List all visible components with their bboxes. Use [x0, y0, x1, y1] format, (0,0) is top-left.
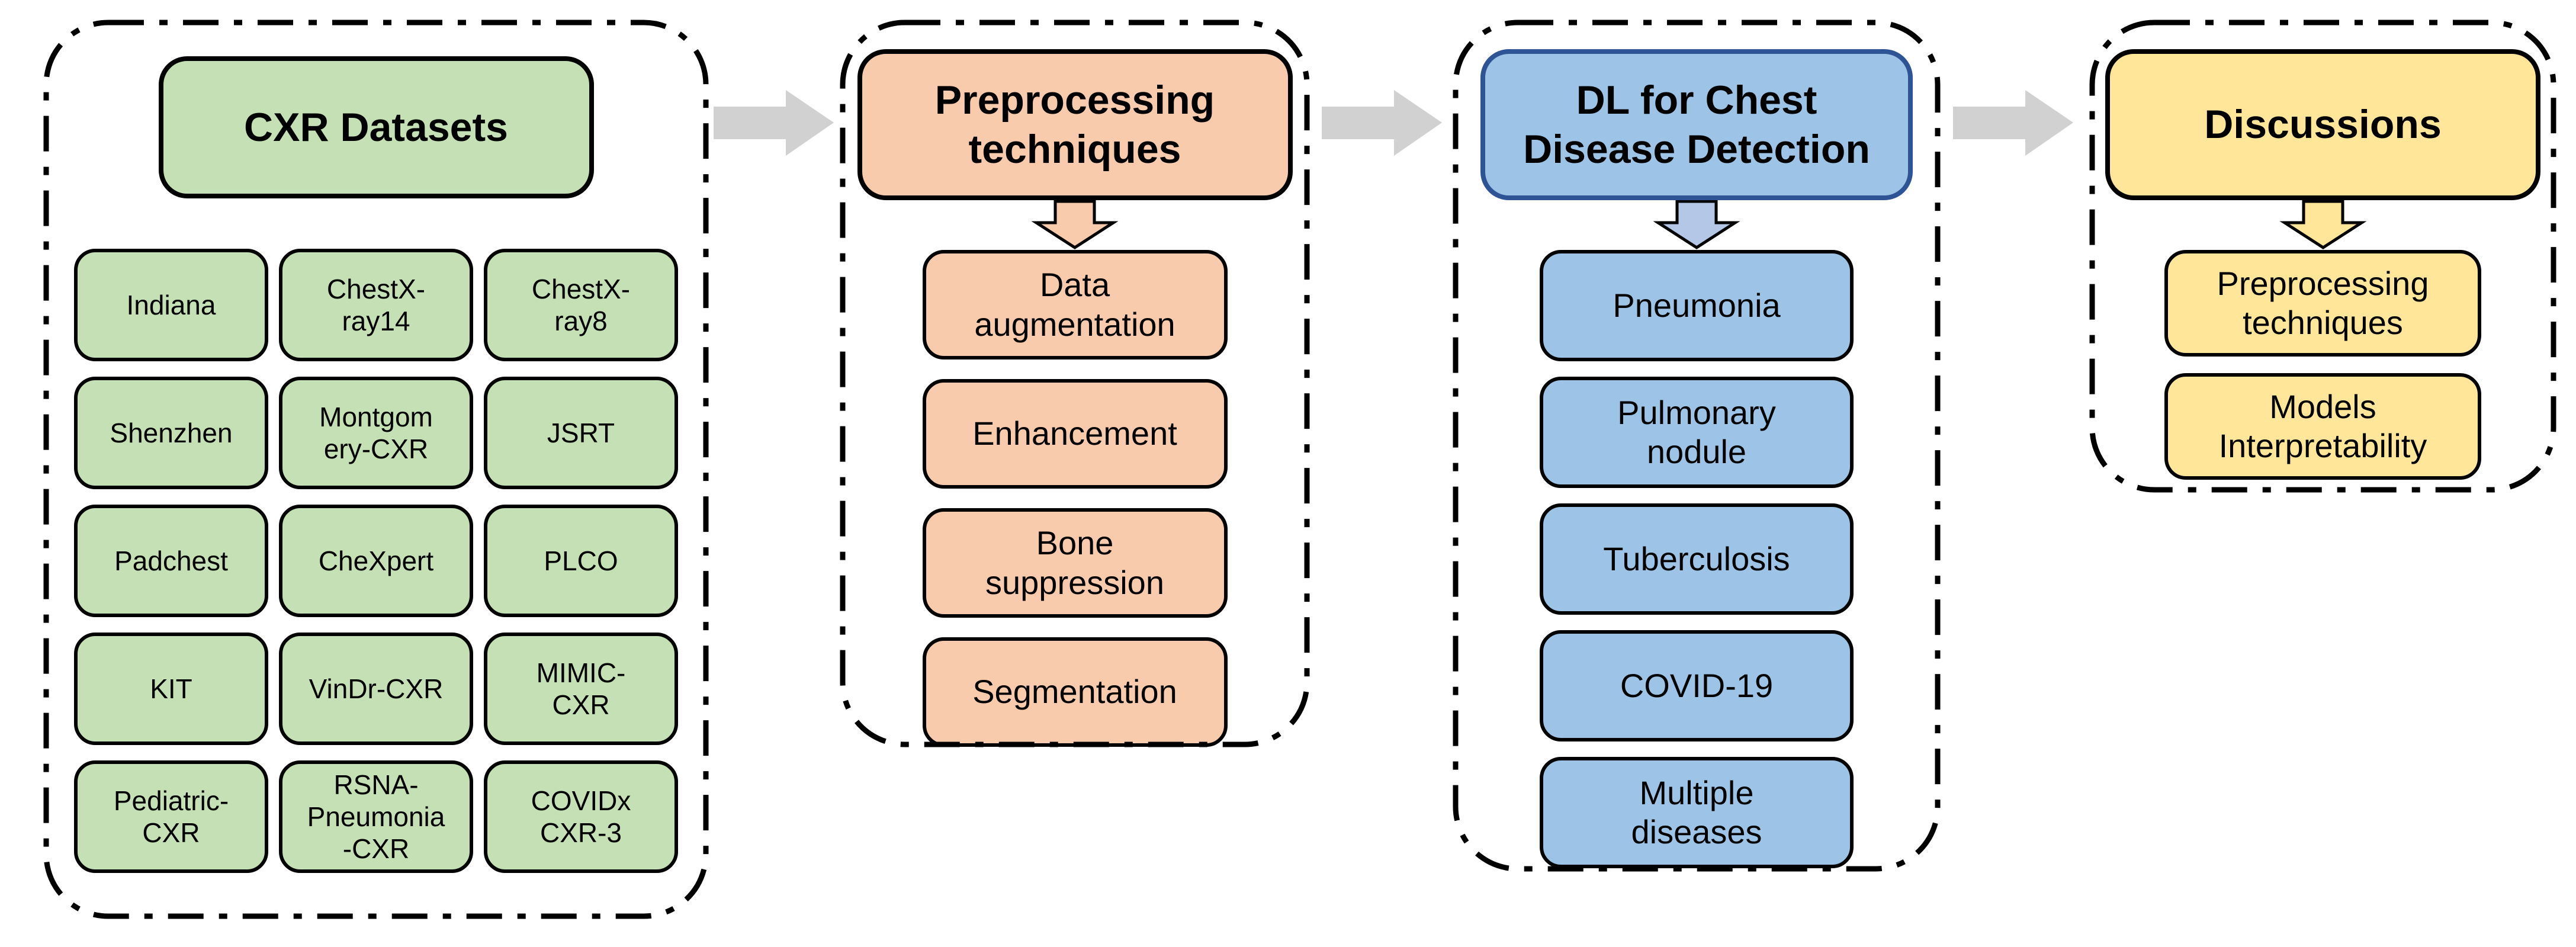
discussions-title-box: Discussions [2105, 49, 2540, 200]
dataset-box: JSRT [484, 377, 678, 489]
section-discussions: Discussions Preprocessing techniques Mod… [2087, 18, 2558, 495]
discussion-box: Models Interpretability [2164, 373, 2481, 480]
technique-box: Enhancement [922, 379, 1228, 489]
dataset-box: PLCO [484, 505, 678, 617]
preprocessing-title-box: Preprocessing techniques [857, 49, 1293, 200]
right-arrow-icon [714, 90, 834, 156]
dataset-box: CheXpert [279, 505, 473, 617]
dataset-box: VinDr-CXR [279, 633, 473, 745]
dataset-box: MIMIC- CXR [484, 633, 678, 745]
dataset-grid: Indiana ChestX- ray14 ChestX- ray8 Shenz… [74, 249, 678, 873]
disease-box: Pneumonia [1540, 250, 1854, 361]
disease-box: COVID-19 [1540, 630, 1854, 741]
right-arrow-icon [1953, 90, 2073, 156]
section-title: DL for Chest Disease Detection [1523, 77, 1870, 172]
section-title: CXR Datasets [244, 104, 508, 150]
section-title: Discussions [2204, 102, 2442, 147]
dataset-box: Shenzhen [74, 377, 268, 489]
dataset-box: COVIDx CXR-3 [484, 760, 678, 873]
dataset-box: Pediatric- CXR [74, 760, 268, 873]
discussion-box: Preprocessing techniques [2164, 250, 2481, 357]
section-cxr-datasets: CXR Datasets Indiana ChestX- ray14 Chest… [41, 18, 711, 921]
dataset-box: Padchest [74, 505, 268, 617]
section-title: Preprocessing techniques [934, 77, 1215, 172]
preprocessing-list: Data augmentation Enhancement Bone suppr… [922, 250, 1228, 747]
disease-list: Pneumonia Pulmonary nodule Tuberculosis … [1540, 250, 1854, 868]
cxr-datasets-title-box: CXR Datasets [158, 56, 594, 198]
section-dl-detection: DL for Chest Disease Detection Pneumonia… [1451, 18, 1942, 874]
dataset-box: ChestX- ray8 [484, 249, 678, 361]
dl-detection-title-box: DL for Chest Disease Detection [1480, 49, 1913, 200]
technique-box: Data augmentation [922, 250, 1228, 359]
dataset-box: ChestX- ray14 [279, 249, 473, 361]
section-preprocessing: Preprocessing techniques Data augmentati… [838, 18, 1312, 749]
dataset-box: Montgom ery-CXR [279, 377, 473, 489]
down-arrow-icon [1031, 200, 1119, 249]
disease-box: Pulmonary nodule [1540, 377, 1854, 488]
technique-box: Bone suppression [922, 508, 1228, 618]
right-arrow-icon [1322, 90, 1442, 156]
disease-box: Multiple diseases [1540, 757, 1854, 868]
dataset-box: Indiana [74, 249, 268, 361]
dataset-box: KIT [74, 633, 268, 745]
down-arrow-icon [1653, 200, 1740, 249]
dataset-box: RSNA- Pneumonia -CXR [279, 760, 473, 873]
disease-box: Tuberculosis [1540, 503, 1854, 615]
down-arrow-icon [2279, 200, 2366, 249]
discussion-list: Preprocessing techniques Models Interpre… [2164, 250, 2481, 480]
technique-box: Segmentation [922, 637, 1228, 747]
